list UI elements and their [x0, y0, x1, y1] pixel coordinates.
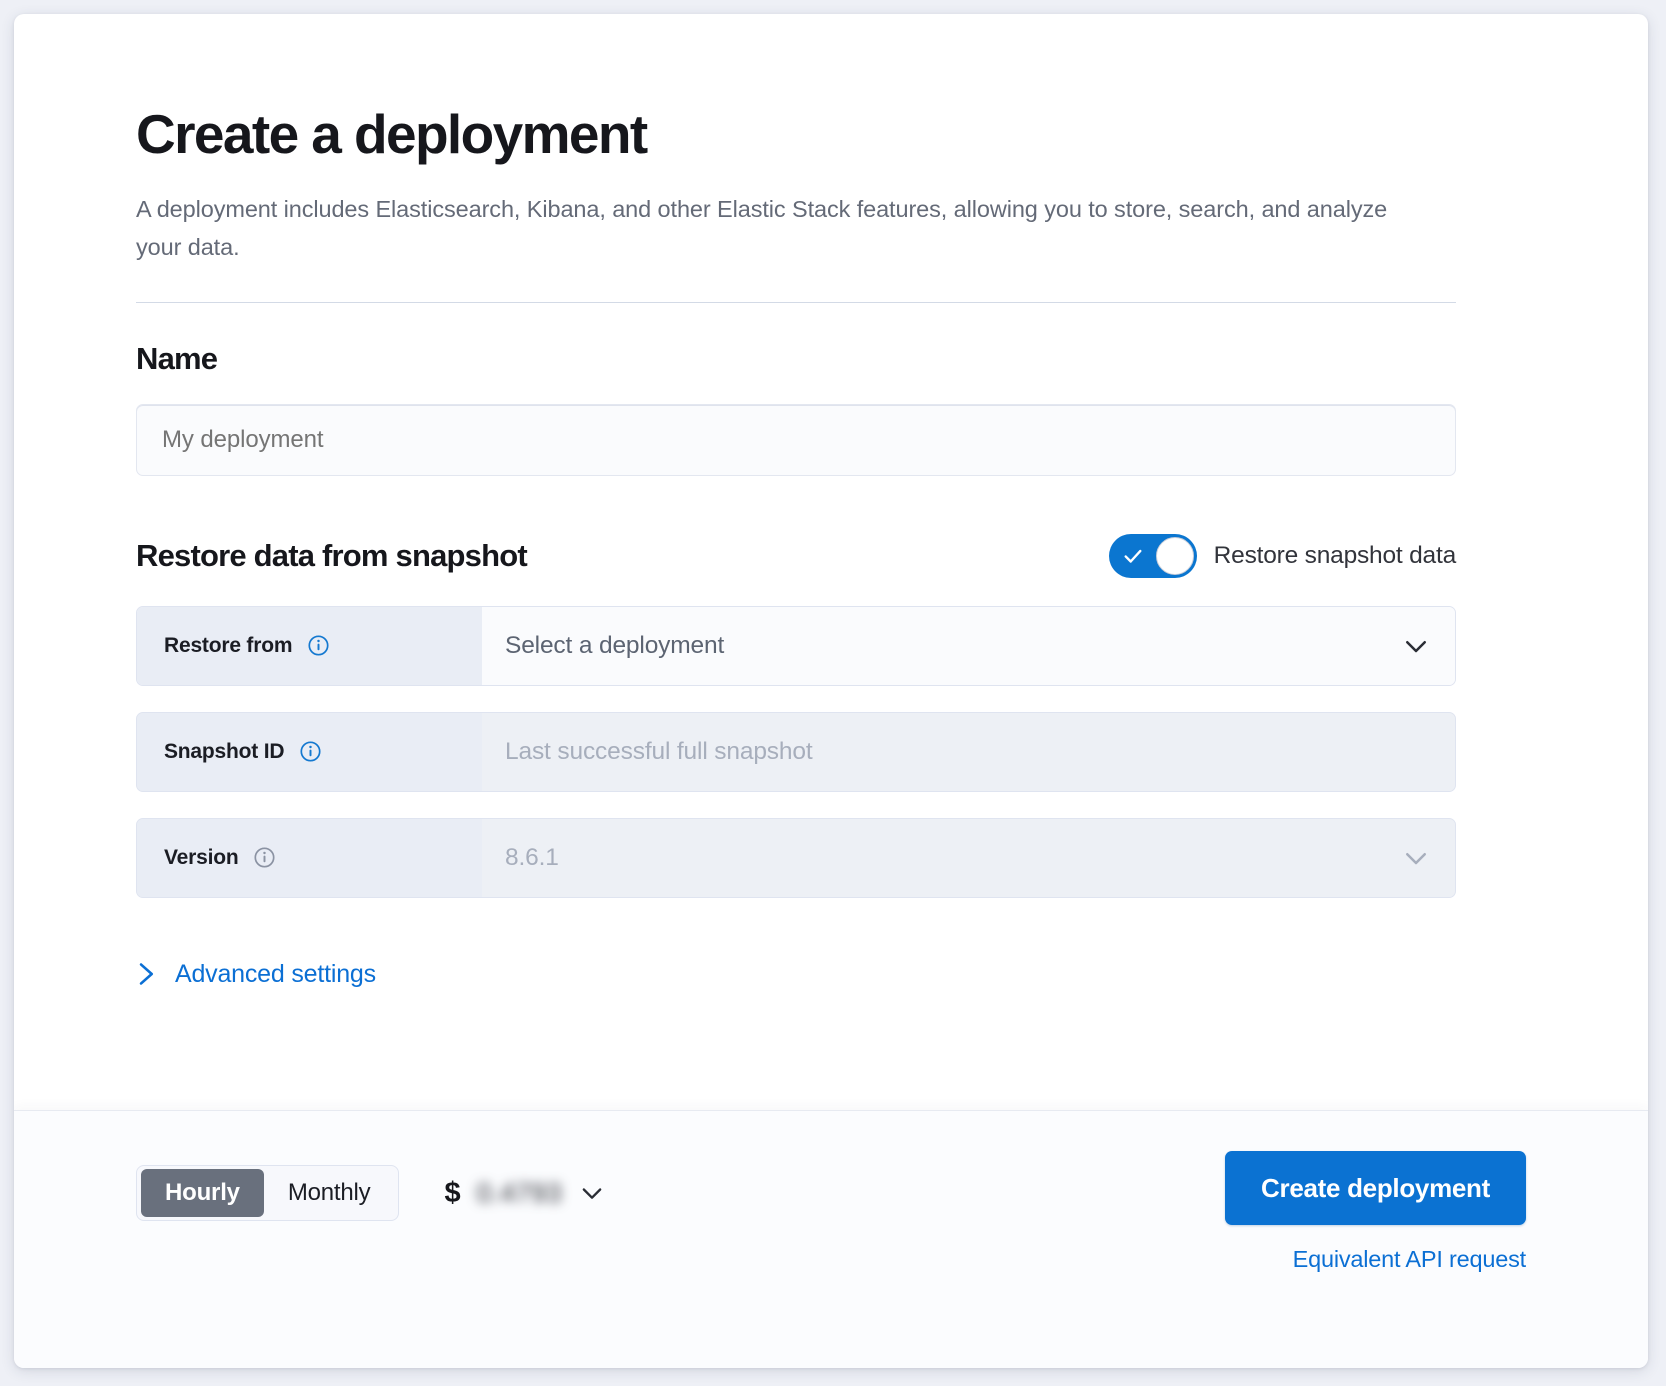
row-label-text: Snapshot ID: [164, 739, 285, 763]
header-divider: [136, 301, 1456, 303]
form-row-restore-from: Restore from Select a deployment: [136, 605, 1456, 686]
name-section-heading: Name: [136, 340, 218, 376]
restore-from-value: Select a deployment: [505, 631, 725, 659]
restore-from-select[interactable]: Select a deployment: [482, 606, 1455, 685]
billing-option-hourly[interactable]: Hourly: [141, 1169, 264, 1217]
snapshot-id-value: Last successful full snapshot: [505, 737, 813, 765]
info-circle-icon[interactable]: [308, 635, 329, 656]
row-label-text: Restore from: [164, 633, 293, 657]
bottom-action-bar: Hourly Monthly $ 0.4793 Create deploymen…: [14, 1110, 1648, 1368]
billing-period-segmented-control[interactable]: Hourly Monthly: [136, 1165, 400, 1221]
billing-option-monthly[interactable]: Monthly: [287, 1179, 371, 1206]
chevron-down-icon[interactable]: [578, 1179, 606, 1207]
restore-toggle-label: Restore snapshot data: [1213, 541, 1457, 569]
create-deployment-card: Create a deployment A deployment include…: [14, 14, 1648, 1368]
restore-section-heading: Restore data from snapshot: [136, 537, 528, 573]
restore-snapshot-toggle[interactable]: [1108, 533, 1197, 578]
page-title: Create a deployment: [136, 103, 648, 165]
row-label-snapshot-id: Snapshot ID: [137, 712, 482, 791]
price-currency-symbol: $: [444, 1176, 461, 1209]
price-display[interactable]: $ 0.4793: [444, 1177, 606, 1210]
action-group: Create deployment Equivalent API request: [1225, 1151, 1526, 1273]
info-circle-icon[interactable]: [300, 741, 321, 762]
content-column: Create a deployment A deployment include…: [136, 103, 1457, 992]
version-value: 8.6.1: [505, 843, 559, 871]
price-amount-redacted: 0.4793: [476, 1177, 563, 1208]
chevron-down-icon[interactable]: [1401, 843, 1431, 873]
row-label-restore-from: Restore from: [137, 606, 482, 685]
deployment-name-input[interactable]: [136, 403, 1456, 476]
version-select[interactable]: 8.6.1: [482, 818, 1455, 897]
advanced-settings-label: Advanced settings: [175, 959, 376, 988]
info-circle-icon[interactable]: [254, 847, 276, 868]
chevron-down-icon[interactable]: [1401, 631, 1431, 661]
row-label-version: Version: [137, 818, 482, 897]
form-row-snapshot-id: Snapshot ID Last successful full snapsho…: [136, 711, 1456, 792]
equivalent-api-request-link[interactable]: Equivalent API request: [1292, 1246, 1527, 1272]
name-section: Name: [136, 341, 1456, 476]
form-body: Create a deployment A deployment include…: [14, 14, 1648, 1110]
chevron-right-icon: [139, 963, 154, 986]
row-label-text: Version: [164, 845, 239, 869]
toggle-knob: [1155, 536, 1194, 575]
restore-toggle-group[interactable]: Restore snapshot data: [1108, 533, 1457, 578]
create-deployment-button[interactable]: Create deployment: [1225, 1151, 1526, 1225]
page-subtitle: A deployment includes Elasticsearch, Kib…: [136, 195, 1388, 260]
form-row-version: Version 8.6.1: [136, 817, 1456, 898]
check-icon: [1124, 549, 1142, 563]
billing-group: Hourly Monthly $ 0.4793: [136, 1165, 606, 1221]
restore-section-header: Restore data from snapshot Restore snaps…: [136, 533, 1457, 578]
advanced-settings-link[interactable]: Advanced settings: [136, 960, 376, 989]
snapshot-id-input[interactable]: Last successful full snapshot: [482, 712, 1455, 791]
restore-form-rows: Restore from Select a deployment: [136, 605, 1456, 898]
